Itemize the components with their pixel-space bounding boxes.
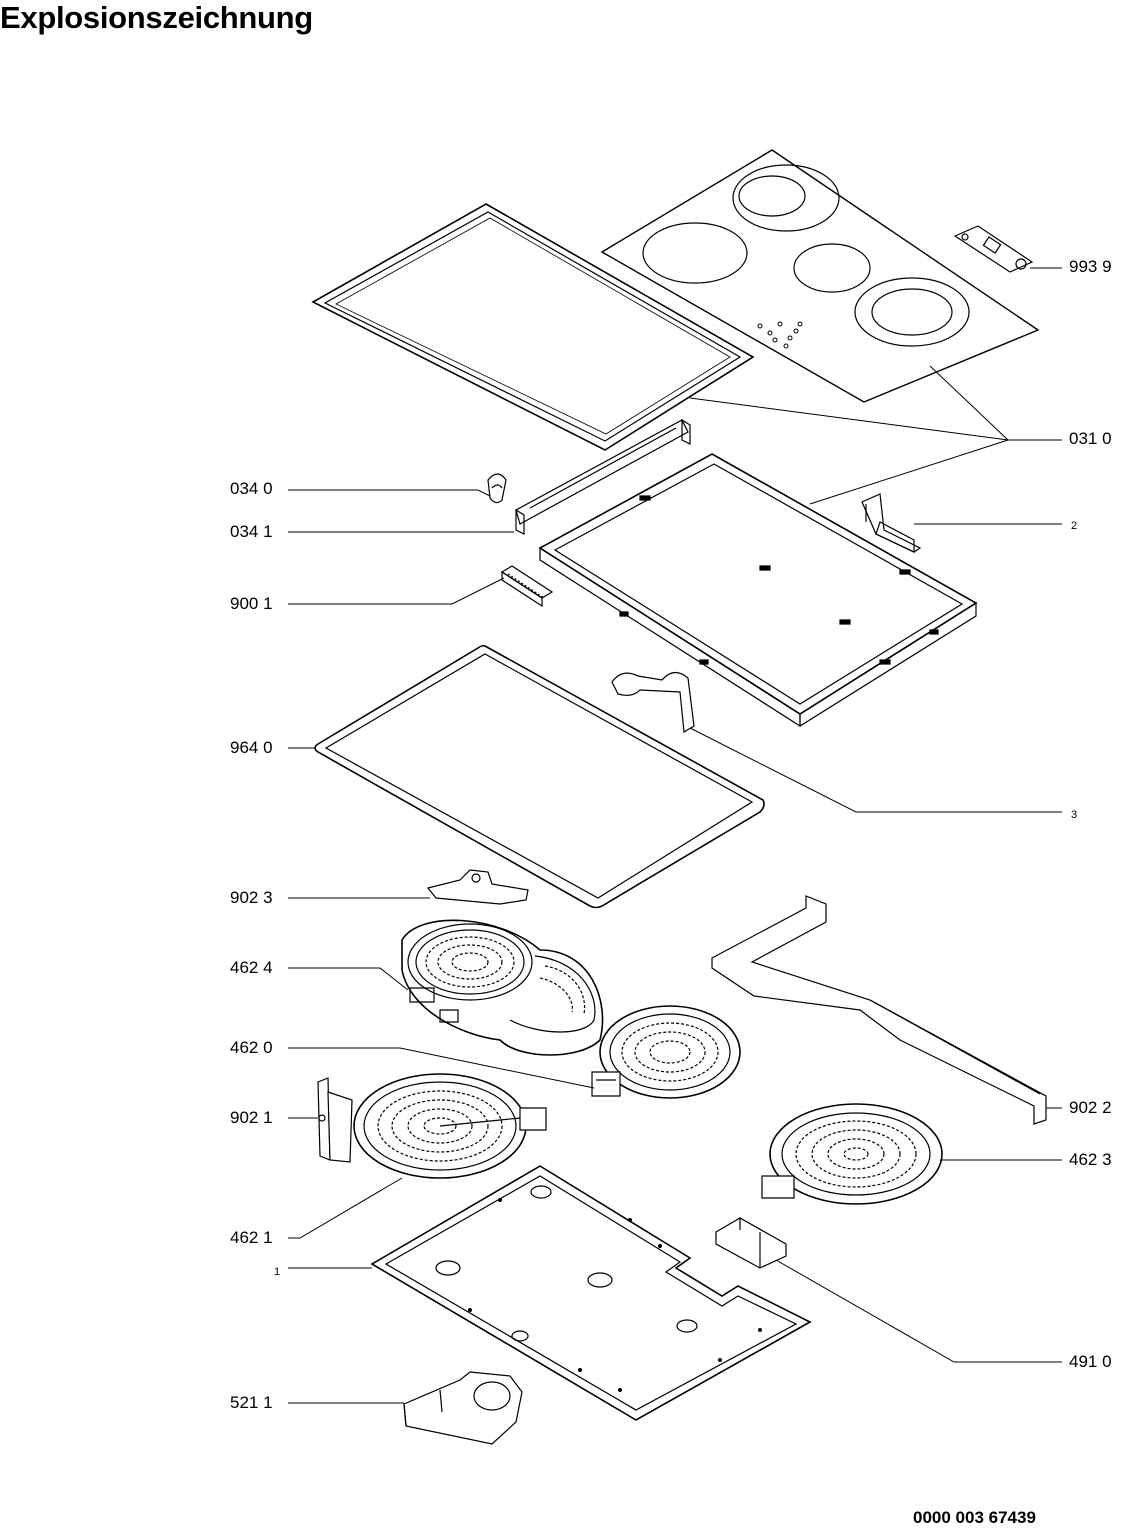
part-label-491-0: 491 0 — [1069, 1352, 1112, 1371]
part-label-462-0: 462 0 — [230, 1038, 273, 1057]
connector-part — [716, 1218, 786, 1268]
part-label-900-1: 900 1 — [230, 594, 273, 613]
part-label-902-2: 902 2 — [1069, 1098, 1112, 1117]
bracket-part-2 — [862, 494, 920, 552]
part-label-3: 3 — [1071, 809, 1078, 821]
gasket-part — [315, 646, 764, 908]
dual-radiant-heater-part — [402, 920, 603, 1055]
element-holder-part-902-1 — [318, 1078, 352, 1162]
radiant-heater-part-462-3 — [762, 1104, 942, 1204]
housing-frame-part — [540, 454, 976, 726]
radiant-heater-part-462-0 — [592, 1006, 740, 1098]
clamp-part-3 — [612, 672, 694, 732]
part-label-034-1: 034 1 — [230, 522, 273, 541]
glass-ceramic-top-part — [602, 150, 1038, 402]
page-title: Explosionszeichnung — [0, 0, 313, 35]
part-label-462-3: 462 3 — [1069, 1150, 1112, 1169]
control-bracket-part — [955, 226, 1032, 272]
part-label-034-0: 034 0 — [230, 479, 273, 498]
part-label-462-4: 462 4 — [230, 958, 273, 977]
holder-part — [502, 566, 552, 606]
part-label-902-1: 902 1 — [230, 1108, 273, 1127]
part-label-902-3: 902 3 — [230, 888, 273, 907]
part-label-1: 1 — [274, 1266, 281, 1278]
element-holder-part-902-3 — [428, 870, 528, 904]
document-number: 0000 003 67439 — [913, 1508, 1036, 1527]
terminal-block-part — [404, 1372, 522, 1444]
mounting-rail-part — [516, 420, 690, 534]
trim-frame-part — [313, 204, 753, 450]
clip-part — [488, 474, 506, 503]
part-label-2: 2 — [1071, 520, 1078, 532]
part-label-521-1: 521 1 — [230, 1393, 273, 1412]
part-label-462-1: 462 1 — [230, 1228, 273, 1247]
leader-lines — [288, 268, 1062, 1403]
part-label-031-0: 031 0 — [1069, 429, 1112, 448]
base-tray-part — [372, 1166, 810, 1420]
support-rail-part — [712, 896, 1046, 1124]
part-label-993-9: 993 9 — [1069, 257, 1112, 276]
radiant-heater-part-462-1 — [354, 1074, 546, 1178]
part-label-964-0: 964 0 — [230, 738, 273, 757]
